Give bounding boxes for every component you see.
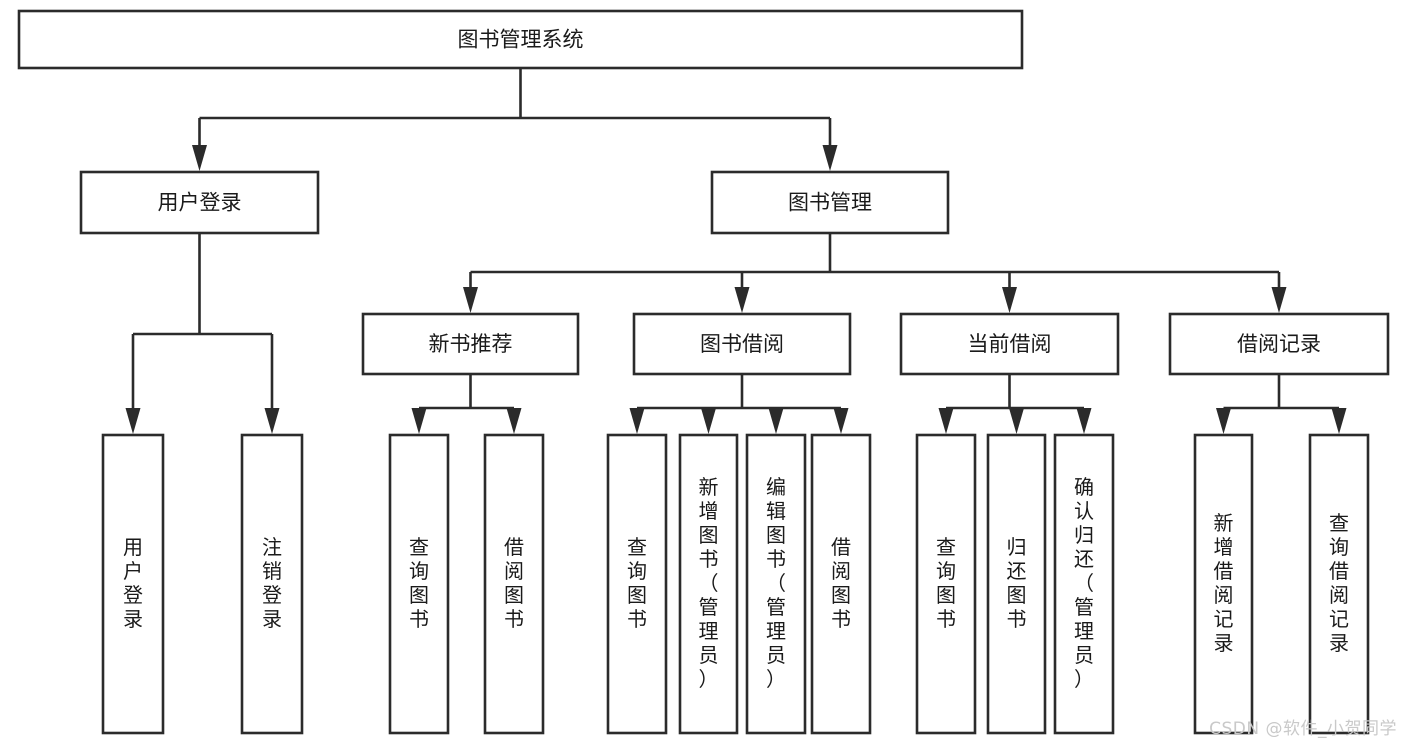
node-leaf-user-login[interactable]: 用户登录 bbox=[101, 433, 165, 735]
node-leaf-query-record[interactable]: 查询借阅记录 bbox=[1308, 433, 1370, 735]
node-label: 用户登录 bbox=[158, 191, 242, 215]
node-label: 查询图书 bbox=[627, 535, 647, 631]
node-label: 查询图书 bbox=[409, 535, 429, 631]
arrow-head-icon bbox=[1002, 287, 1017, 313]
node-rect bbox=[388, 433, 450, 735]
node-leaf-return-book[interactable]: 归还图书 bbox=[986, 433, 1047, 735]
arrow-head-icon bbox=[411, 408, 427, 434]
node-label: 图书管理系统 bbox=[458, 28, 584, 52]
node-layer: 图书管理系统用户登录图书管理新书推荐图书借阅当前借阅借阅记录用户登录注销登录查询… bbox=[17, 9, 1390, 735]
node-leaf-edit-book[interactable]: 编辑图书（管理员） bbox=[745, 433, 807, 735]
arrow-head-icon bbox=[1076, 408, 1092, 434]
arrow-head-icon bbox=[1009, 408, 1024, 434]
node-rect bbox=[361, 312, 580, 376]
node-rect bbox=[710, 170, 950, 235]
node-rect bbox=[1053, 433, 1115, 735]
node-rect bbox=[986, 433, 1047, 735]
arrow-head-icon bbox=[125, 408, 141, 434]
watermark-text: CSDN @软件_小贺同学 bbox=[1209, 719, 1397, 739]
node-label: 查询图书 bbox=[936, 535, 956, 631]
node-l2-user-login[interactable]: 用户登录 bbox=[79, 170, 320, 235]
node-rect bbox=[1193, 433, 1254, 735]
node-label: 确认归还（管理员） bbox=[1074, 475, 1094, 691]
node-leaf-query-book-2[interactable]: 查询图书 bbox=[606, 433, 668, 735]
node-leaf-add-record[interactable]: 新增借阅记录 bbox=[1193, 433, 1254, 735]
node-leaf-borrow-book-2[interactable]: 借阅图书 bbox=[810, 433, 872, 735]
node-label: 新增图书（管理员） bbox=[699, 475, 719, 691]
node-leaf-user-logout[interactable]: 注销登录 bbox=[240, 433, 304, 735]
node-label: 图书管理 bbox=[788, 191, 872, 215]
node-leaf-add-book[interactable]: 新增图书（管理员） bbox=[678, 433, 739, 735]
node-leaf-confirm-return[interactable]: 确认归还（管理员） bbox=[1053, 433, 1115, 735]
arrow-head-icon bbox=[506, 408, 522, 434]
node-label: 查询借阅记录 bbox=[1329, 511, 1349, 655]
connector-layer bbox=[125, 68, 1347, 434]
node-label: 用户登录 bbox=[123, 535, 143, 631]
node-rect bbox=[17, 9, 1024, 70]
node-rect bbox=[606, 433, 668, 735]
arrow-head-icon bbox=[264, 408, 280, 434]
arrow-head-icon bbox=[734, 287, 750, 313]
arrow-head-icon bbox=[938, 408, 954, 434]
node-leaf-query-book-1[interactable]: 查询图书 bbox=[388, 433, 450, 735]
node-leaf-query-book-3[interactable]: 查询图书 bbox=[915, 433, 977, 735]
node-label: 新增借阅记录 bbox=[1214, 511, 1234, 655]
arrow-head-icon bbox=[701, 408, 716, 434]
node-rect bbox=[899, 312, 1120, 376]
arrow-head-icon bbox=[768, 408, 784, 434]
node-l3-book-borrow[interactable]: 图书借阅 bbox=[632, 312, 852, 376]
node-l3-current-borrow[interactable]: 当前借阅 bbox=[899, 312, 1120, 376]
node-label: 图书借阅 bbox=[700, 332, 784, 356]
arrow-head-icon bbox=[1216, 408, 1231, 434]
arrow-head-icon bbox=[822, 145, 838, 171]
node-label: 编辑图书（管理员） bbox=[766, 475, 786, 691]
arrow-head-icon bbox=[1271, 287, 1287, 313]
node-rect bbox=[1168, 312, 1390, 376]
node-rect bbox=[632, 312, 852, 376]
node-rect bbox=[810, 433, 872, 735]
node-label: 当前借阅 bbox=[968, 332, 1052, 356]
node-rect bbox=[745, 433, 807, 735]
arrow-head-icon bbox=[629, 408, 645, 434]
arrow-head-icon bbox=[192, 145, 207, 171]
node-label: 新书推荐 bbox=[429, 332, 513, 356]
node-rect bbox=[678, 433, 739, 735]
node-label: 借阅图书 bbox=[831, 535, 851, 631]
arrow-head-icon bbox=[463, 287, 478, 313]
node-rect bbox=[240, 433, 304, 735]
arrow-head-icon bbox=[1331, 408, 1347, 434]
node-label: 借阅图书 bbox=[504, 535, 524, 631]
node-rect bbox=[1308, 433, 1370, 735]
node-rect bbox=[483, 433, 545, 735]
node-l3-new-book-rec[interactable]: 新书推荐 bbox=[361, 312, 580, 376]
node-rect bbox=[915, 433, 977, 735]
node-l3-borrow-record[interactable]: 借阅记录 bbox=[1168, 312, 1390, 376]
node-label: 借阅记录 bbox=[1237, 332, 1321, 356]
node-label: 注销登录 bbox=[262, 535, 282, 631]
node-rect bbox=[101, 433, 165, 735]
node-l2-book-manage[interactable]: 图书管理 bbox=[710, 170, 950, 235]
arrow-head-icon bbox=[833, 408, 849, 434]
node-root[interactable]: 图书管理系统 bbox=[17, 9, 1024, 70]
node-rect bbox=[79, 170, 320, 235]
node-label: 归还图书 bbox=[1007, 535, 1027, 631]
node-leaf-borrow-book-1[interactable]: 借阅图书 bbox=[483, 433, 545, 735]
